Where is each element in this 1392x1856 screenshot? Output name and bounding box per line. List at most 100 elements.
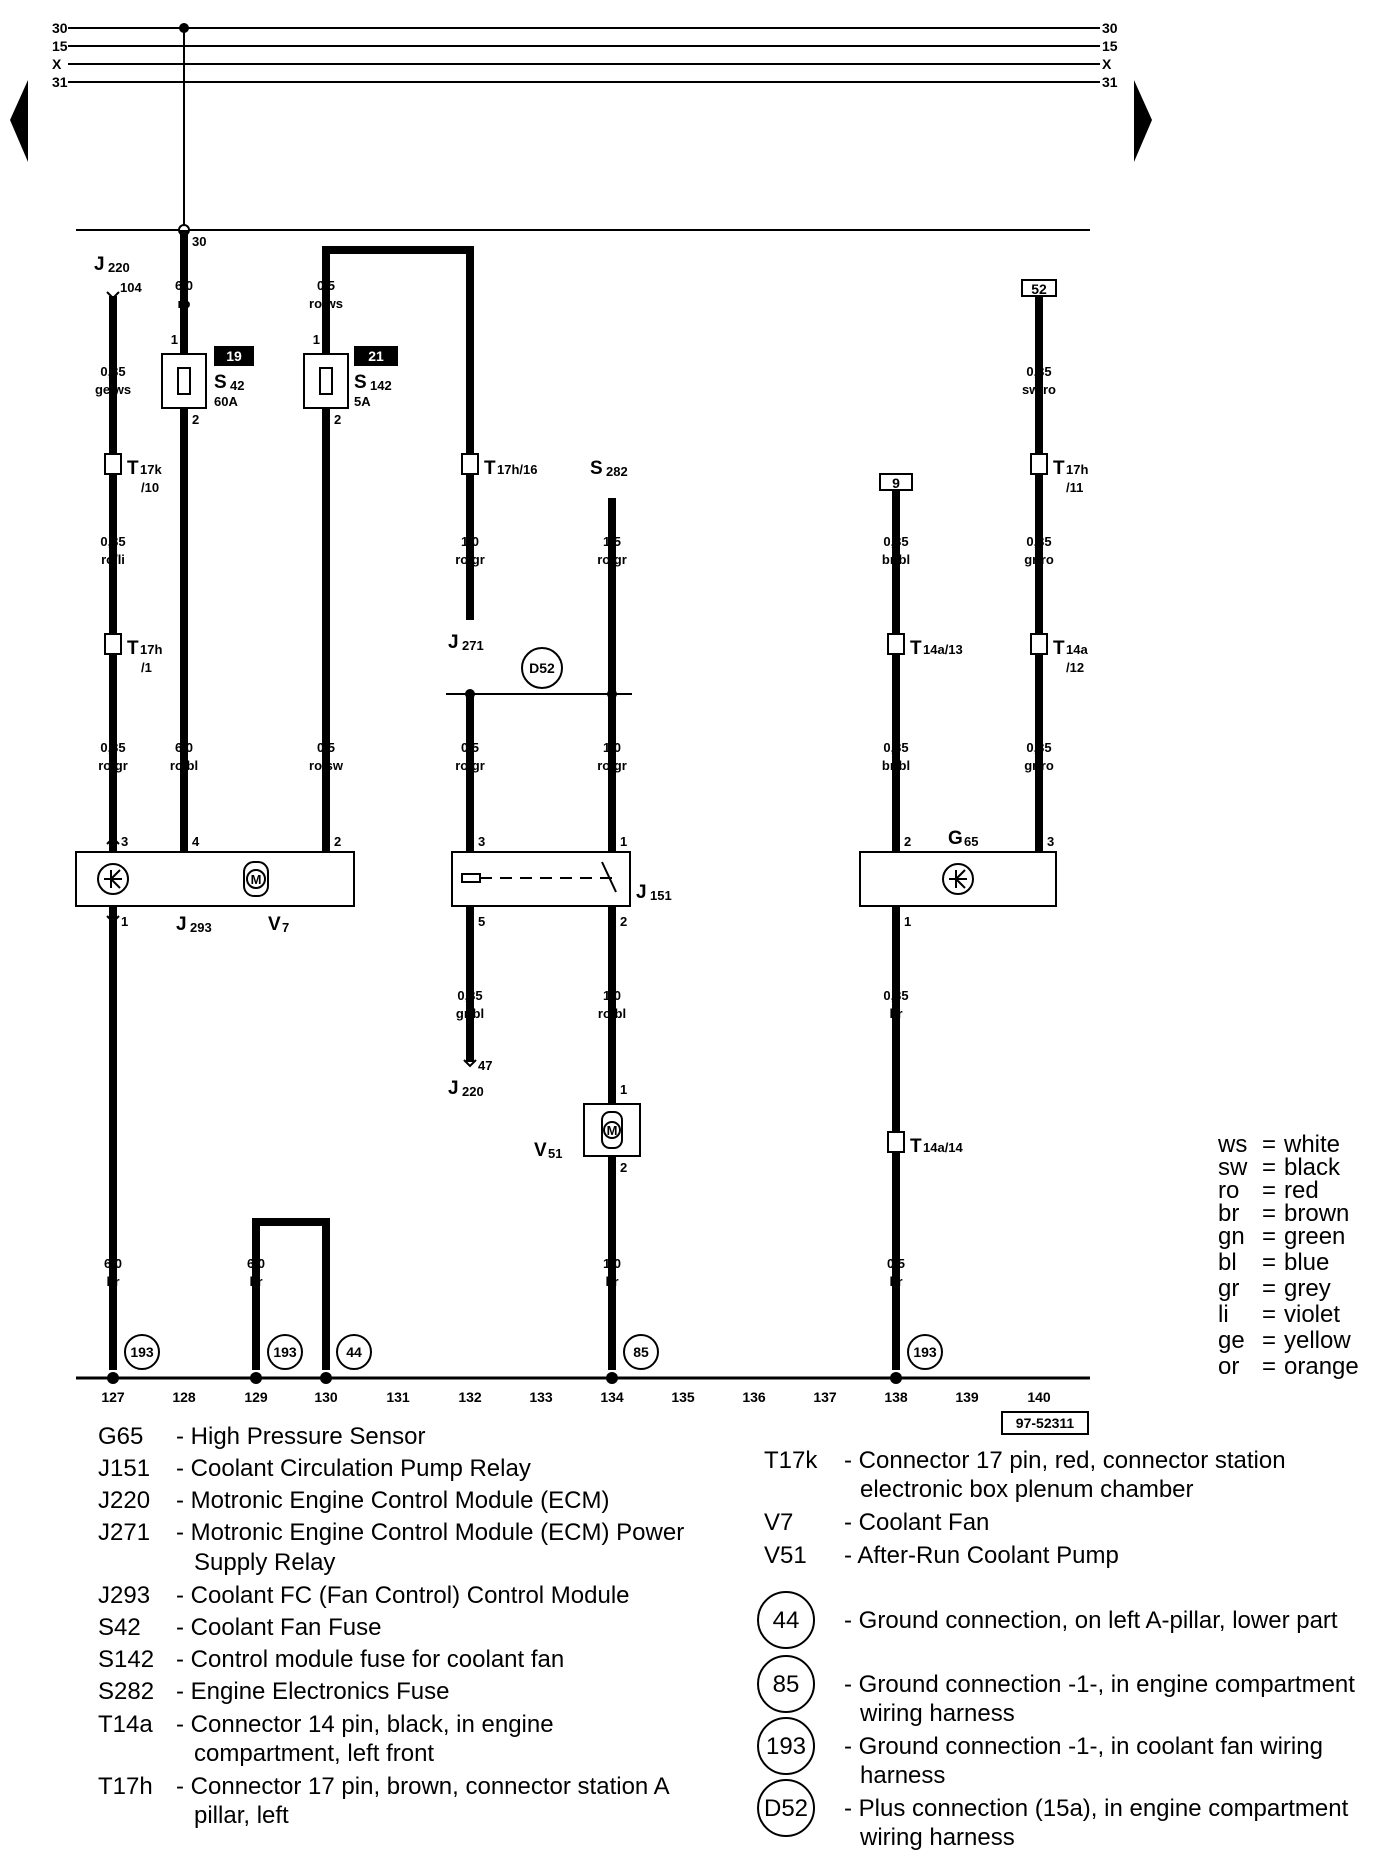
svg-text:271: 271 <box>462 638 484 653</box>
svg-text:T: T <box>127 638 139 659</box>
svg-text:/11: /11 <box>1066 480 1083 495</box>
svg-text:1,0: 1,0 <box>461 534 479 549</box>
svg-text:/1: /1 <box>141 660 152 675</box>
svg-text:M: M <box>251 872 262 887</box>
svg-text:T: T <box>910 1136 922 1157</box>
svg-text:0,5: 0,5 <box>317 740 335 755</box>
track-number: 139 <box>955 1389 979 1405</box>
svg-text:ge/ws: ge/ws <box>95 382 131 397</box>
svg-text:5A: 5A <box>354 394 371 409</box>
legend-text: - Plus connection (15a), in engine compa… <box>844 1795 1349 1822</box>
next-page-arrow-icon[interactable] <box>1134 80 1152 162</box>
svg-text:51: 51 <box>548 1146 562 1161</box>
legend-code: J151 <box>98 1455 150 1482</box>
wire-label-gnd-127: 6,0 br <box>104 1256 122 1289</box>
svg-text:J: J <box>94 254 105 275</box>
previous-page-arrow-icon[interactable] <box>10 80 28 162</box>
wire-label-s142-in: 0,5 ro/ws <box>309 278 343 311</box>
j151-relay: J 151 <box>451 851 672 907</box>
wire-label-s42-in: 6,0 ro <box>175 278 193 311</box>
g65-pin-1: 1 <box>904 914 911 929</box>
legend-text: - Control module fuse for coolant fan <box>176 1646 564 1673</box>
svg-text:6,0: 6,0 <box>175 278 193 293</box>
svg-text:85: 85 <box>633 1344 649 1360</box>
color-code: bl <box>1218 1249 1237 1276</box>
svg-text:J: J <box>448 1078 459 1099</box>
svg-text:65: 65 <box>964 834 978 849</box>
fuse-s142-ref: 21 <box>368 348 384 364</box>
svg-text:T: T <box>910 638 922 659</box>
svg-text:1,0: 1,0 <box>603 740 621 755</box>
wire-label-j220-1: 0,35 ge/ws <box>95 364 131 397</box>
legend-circle-code: 193 <box>766 1733 806 1760</box>
svg-text:J: J <box>636 882 647 903</box>
svg-text:42: 42 <box>230 378 244 393</box>
legend-text: - Coolant Circulation Pump Relay <box>176 1455 531 1482</box>
svg-text:G: G <box>948 828 963 849</box>
j293-pin-3: 3 <box>121 834 128 849</box>
connector-t17h-16: T 17h/16 <box>461 453 537 479</box>
legend-text: Supply Relay <box>194 1549 335 1576</box>
legend-text: - Connector 14 pin, black, in engine <box>176 1711 554 1738</box>
wire-label-j271: 1,0 ro/gr <box>455 534 485 567</box>
color-code: or <box>1218 1353 1239 1380</box>
svg-text:17k: 17k <box>140 462 162 477</box>
wire-label-d52-left: 0,5 ro/gr <box>455 740 485 773</box>
svg-text:6,0: 6,0 <box>247 1256 265 1271</box>
component-legend-right: T17k - Connector 17 pin, red, connector … <box>757 1447 1355 1851</box>
wire-label-52-a: 0,35 sw/ro <box>1022 364 1056 397</box>
svg-text:ro/li: ro/li <box>101 552 125 567</box>
svg-text:0,35: 0,35 <box>1026 534 1051 549</box>
svg-text:0,35: 0,35 <box>100 740 125 755</box>
svg-text:0,35: 0,35 <box>100 364 125 379</box>
svg-text:=: = <box>1262 1353 1276 1380</box>
wire-column-129-130 <box>252 1218 330 1370</box>
svg-text:br: br <box>890 1274 903 1289</box>
color-name: orange <box>1284 1353 1359 1380</box>
svg-text:6,0: 6,0 <box>175 740 193 755</box>
svg-text:=: = <box>1262 1275 1276 1302</box>
svg-text:ro/ws: ro/ws <box>309 296 343 311</box>
track-number: 137 <box>813 1389 837 1405</box>
wire-label-gnd-134: 1,0 br <box>603 1256 621 1289</box>
color-code: ro <box>1218 1177 1239 1204</box>
legend-code: T17h <box>98 1773 153 1800</box>
track-number: 127 <box>101 1389 125 1405</box>
v7-label: V 7 <box>268 914 289 935</box>
connector-t17h-1: T 17h /1 <box>104 633 162 675</box>
ground-marker-138: 193 <box>907 1334 943 1370</box>
svg-text:=: = <box>1262 1200 1276 1227</box>
legend-code: T17k <box>764 1447 818 1474</box>
svg-text:br: br <box>107 1274 120 1289</box>
bus-label-left-31: 31 <box>52 74 68 90</box>
wire-label-gnd-138: 0,5 br <box>887 1256 905 1289</box>
color-name: brown <box>1284 1200 1349 1227</box>
svg-text:/12: /12 <box>1066 660 1084 675</box>
color-code: gr <box>1218 1275 1239 1302</box>
ground-marker-129: 193 <box>267 1334 303 1370</box>
svg-text:T: T <box>127 458 139 479</box>
svg-text:104: 104 <box>120 280 142 295</box>
svg-text:=: = <box>1262 1223 1276 1250</box>
j151-pin-5: 5 <box>478 914 485 929</box>
svg-text:17h/16: 17h/16 <box>497 462 537 477</box>
svg-text:ro/bl: ro/bl <box>598 1006 626 1021</box>
legend-circle-code: 44 <box>773 1607 800 1634</box>
legend-text: - Ground connection, on left A-pillar, l… <box>844 1607 1338 1634</box>
wire-label-j220-3: 0,35 ro/gr <box>98 740 128 773</box>
wire-label-52-c: 0,35 gr/ro <box>1024 740 1054 773</box>
svg-text:2: 2 <box>334 412 341 427</box>
svg-text:S: S <box>354 372 367 393</box>
svg-text:0,35: 0,35 <box>883 988 908 1003</box>
legend-text: compartment, left front <box>194 1740 434 1767</box>
svg-text:=: = <box>1262 1131 1276 1158</box>
s282-label: S 282 <box>590 458 628 479</box>
svg-text:9: 9 <box>892 475 900 491</box>
ref-52-box: 52 <box>1021 279 1057 297</box>
svg-text:T: T <box>484 458 496 479</box>
color-code: ws <box>1217 1131 1247 1158</box>
figure-reference: 97-52311 <box>1001 1411 1089 1435</box>
svg-text:60A: 60A <box>214 394 238 409</box>
track-number: 136 <box>742 1389 766 1405</box>
